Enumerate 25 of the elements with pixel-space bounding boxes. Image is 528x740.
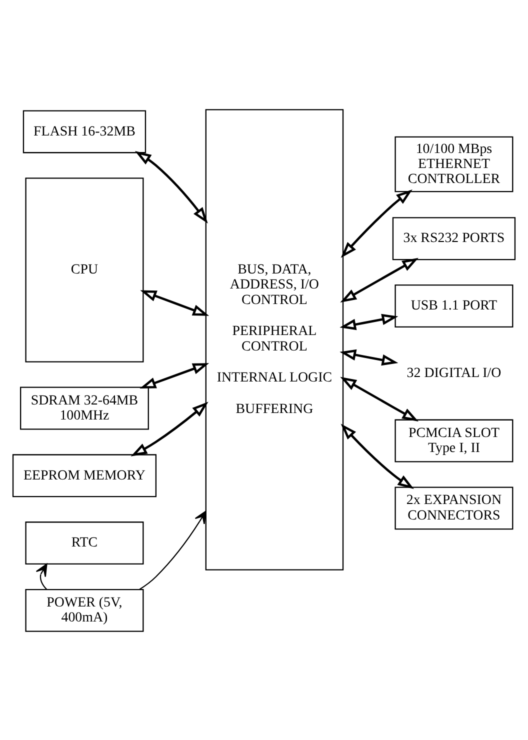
node-box: PCMCIA SLOT Type I, II xyxy=(394,418,514,462)
arrow xyxy=(340,313,398,330)
node-box: USB 1.1 PORT xyxy=(394,284,514,327)
node-box: BUS, DATA, ADDRESS, I/O CONTROL PERIPHERAL CONTROL INTERNAL LOGIC BUFFERING xyxy=(205,108,344,570)
node-box: 3x RS232 PORTS xyxy=(392,216,516,260)
node-box: FLASH 16-32MB xyxy=(22,110,146,153)
node-box: POWER (5V, 400mA) xyxy=(25,588,144,632)
node-box: RTC xyxy=(25,521,144,564)
arrow xyxy=(340,423,414,489)
arrow xyxy=(340,376,418,422)
arrow xyxy=(340,257,418,302)
node-box: SDRAM 32-64MB 100MHz xyxy=(20,386,149,430)
node-box: 10/100 MBps ETHERNET CONTROLLER xyxy=(394,136,514,192)
arrow xyxy=(140,362,210,388)
arrow xyxy=(340,188,412,258)
arrow xyxy=(139,510,206,590)
arrow xyxy=(340,348,398,366)
node-box: CPU xyxy=(25,177,144,362)
arrow xyxy=(36,562,48,590)
arrow xyxy=(134,150,208,223)
node-box: EEPROM MEMORY xyxy=(12,454,157,497)
node-box: 2x EXPANSION CONNECTORS xyxy=(394,486,514,530)
arrow xyxy=(140,290,210,316)
node-text: 32 DIGITAL I/O xyxy=(406,366,502,381)
arrow xyxy=(130,401,208,456)
